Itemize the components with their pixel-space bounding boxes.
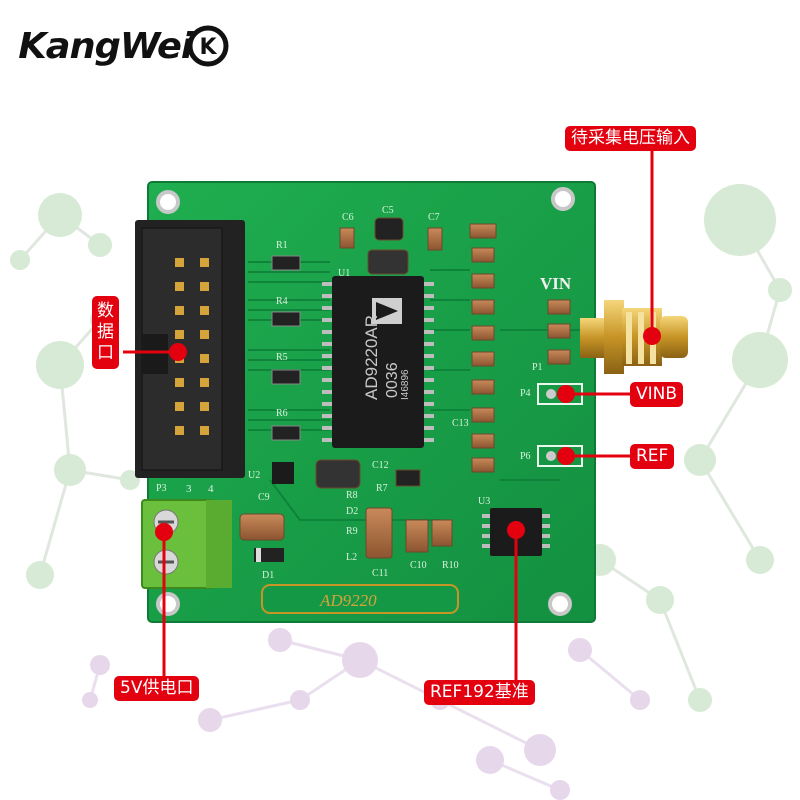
callout-data-port: 数据口 — [92, 296, 119, 369]
silk-pin4: 4 — [208, 483, 214, 495]
ad9220-chip — [322, 276, 434, 448]
smd-capacitors — [239, 217, 453, 559]
silk-l2: L2 — [346, 552, 358, 563]
silk-c7: C7 — [428, 212, 440, 223]
silk-r1: R1 — [276, 240, 288, 251]
silk-c12: C12 — [372, 460, 389, 471]
pcb-traces — [248, 261, 590, 521]
silk-r7: R7 — [376, 483, 388, 494]
callout-power: 5V供电口 — [114, 676, 200, 701]
silk-c5: C5 — [382, 205, 394, 216]
silk-r9: R9 — [346, 526, 358, 537]
silk-r8: R8 — [346, 490, 358, 501]
callout-ref: REF — [630, 444, 675, 469]
silk-d2: D2 — [346, 506, 359, 517]
silk-r10: R10 — [442, 560, 459, 571]
silk-c11: C11 — [372, 568, 389, 579]
silk-r5: R5 — [276, 352, 288, 363]
smd-components-left — [271, 255, 301, 441]
brand-logo-text: KangWei — [18, 26, 193, 67]
silk-vin-label: VIN — [540, 274, 572, 293]
silk-p6: P6 — [520, 451, 531, 462]
sma-connector — [580, 300, 688, 374]
callout-ref192: REF192基准 — [424, 680, 535, 705]
silk-c9: C9 — [258, 492, 270, 503]
silk-d1: D1 — [262, 570, 275, 581]
silk-u3: U3 — [478, 496, 491, 507]
smd-column-right — [469, 223, 571, 473]
callout-vinb: VINB — [630, 382, 684, 407]
ad9220-plate — [261, 584, 459, 614]
brand-logo-badge-icon: K — [187, 25, 229, 67]
callout-signal-input: 待采集电压输入 — [565, 126, 696, 151]
silk-pin3: 3 — [186, 483, 192, 495]
silk-p3: P3 — [156, 483, 167, 494]
u2-ic — [272, 462, 294, 484]
brand-logo-badge-text: K — [199, 35, 217, 60]
silk-u2: U2 — [248, 470, 261, 481]
silk-c10: C10 — [410, 560, 427, 571]
silk-c6: C6 — [342, 212, 354, 223]
silk-plate-label: AD9220 — [320, 591, 377, 610]
diode-d1 — [254, 548, 284, 562]
silk-u1: U1 — [338, 268, 351, 279]
silk-r6: R6 — [276, 408, 288, 419]
silk-p1: P1 — [532, 362, 543, 373]
silk-c13: C13 — [452, 418, 469, 429]
silk-r4: R4 — [276, 296, 288, 307]
silk-p4: P4 — [520, 388, 531, 399]
